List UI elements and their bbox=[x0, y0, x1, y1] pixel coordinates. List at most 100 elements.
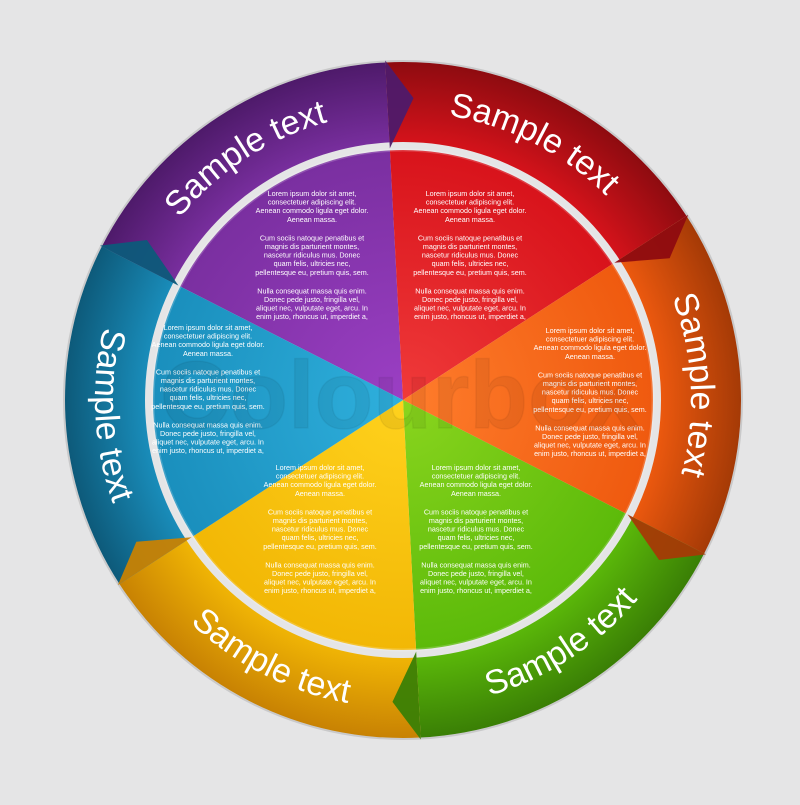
inner-wedge-orange bbox=[403, 263, 654, 514]
paragraph-line: Aenean massa. bbox=[565, 352, 615, 361]
paragraph-line: Nulla consequat massa quis enim. bbox=[153, 420, 262, 429]
paragraph-line: nascetur ridiculus mus. Donec bbox=[264, 251, 361, 260]
paragraph-line: Lorem ipsum dolor sit amet, bbox=[164, 323, 253, 332]
paragraph-line: Donec pede justo, fringilla vel, bbox=[542, 432, 638, 441]
paragraph-line: quam felis, ultricies nec, bbox=[432, 259, 509, 268]
paragraph-line: pellentesque eu, pretium quis, sem. bbox=[263, 542, 376, 551]
paragraph-line: magnis dis parturient montes, bbox=[273, 516, 367, 525]
paragraph-line: aliquet nec, vulputate eget, arcu. In bbox=[420, 578, 532, 587]
paragraph-line: Cum sociis natoque penatibus et bbox=[260, 233, 364, 242]
outer-band-layer bbox=[63, 60, 743, 740]
paragraph-line: Aenean massa. bbox=[451, 489, 501, 498]
paragraph-line: consectetuer adipiscing elit. bbox=[546, 335, 634, 344]
paragraph-line: Lorem ipsum dolor sit amet, bbox=[276, 463, 365, 472]
paragraph-line: nascetur ridiculus mus. Donec bbox=[542, 388, 639, 397]
paragraph-line: enim justo, rhoncus ut, imperdiet a, bbox=[256, 312, 368, 321]
ribbon-arrow-icon bbox=[392, 651, 421, 740]
outer-band-orange bbox=[619, 215, 741, 554]
paragraph-line: pellentesque eu, pretium quis, sem. bbox=[533, 405, 646, 414]
paragraph-line: Aenean massa. bbox=[287, 215, 337, 224]
ribbon-arrow-icon bbox=[627, 514, 706, 561]
paragraph-line: pellentesque eu, pretium quis, sem. bbox=[419, 542, 532, 551]
paragraph-line: aliquet nec, vulputate eget, arcu. In bbox=[264, 578, 376, 587]
paragraph-line: Aenean commodo ligula eget dolor. bbox=[414, 206, 527, 215]
paragraph-line: Cum sociis natoque penatibus et bbox=[418, 233, 522, 242]
paragraph-line: quam felis, ultricies nec, bbox=[274, 259, 351, 268]
paragraph-line: Aenean commodo ligula eget dolor. bbox=[264, 480, 377, 489]
paragraph-line: magnis dis parturient montes, bbox=[543, 379, 637, 388]
text-block-purple: Lorem ipsum dolor sit amet,consectetuer … bbox=[255, 189, 368, 321]
paragraph-line: nascetur ridiculus mus. Donec bbox=[422, 251, 519, 260]
paragraph-line: pellentesque eu, pretium quis, sem. bbox=[151, 402, 264, 411]
ribbon-arrow-icon bbox=[614, 214, 689, 263]
inner-wedge-red bbox=[389, 150, 613, 400]
paragraph-line: nascetur ridiculus mus. Donec bbox=[160, 385, 257, 394]
paragraph-line: Aenean massa. bbox=[295, 489, 345, 498]
ribbon-arrow-icon bbox=[100, 239, 179, 286]
paragraph-line: Aenean commodo ligula eget dolor. bbox=[420, 480, 533, 489]
paragraph-line: Donec pede justo, fringilla vel, bbox=[428, 569, 524, 578]
paragraph-line: enim justo, rhoncus ut, imperdiet a, bbox=[414, 312, 526, 321]
paragraph-line: magnis dis parturient montes, bbox=[423, 242, 517, 251]
paragraph-line: consectetuer adipiscing elit. bbox=[276, 472, 364, 481]
paragraph-line: Donec pede justo, fringilla vel, bbox=[160, 429, 256, 438]
paragraph-line: Lorem ipsum dolor sit amet, bbox=[426, 189, 515, 198]
paragraph-line: Nulla consequat massa quis enim. bbox=[265, 560, 374, 569]
paragraph-line: Nulla consequat massa quis enim. bbox=[421, 560, 530, 569]
paragraph-line: nascetur ridiculus mus. Donec bbox=[272, 525, 369, 534]
outer-band-purple bbox=[101, 62, 390, 283]
inner-wedge-yellow bbox=[193, 400, 417, 651]
inner-wedge-green bbox=[403, 400, 626, 650]
paragraph-line: quam felis, ultricies nec, bbox=[552, 396, 629, 405]
paragraph-line: pellentesque eu, pretium quis, sem. bbox=[255, 268, 368, 277]
paragraph-line: Lorem ipsum dolor sit amet, bbox=[546, 326, 635, 335]
inner-wedge-purple bbox=[180, 150, 403, 400]
body-text-layer: Lorem ipsum dolor sit amet,consectetuer … bbox=[151, 189, 646, 595]
text-block-yellow: Lorem ipsum dolor sit amet,consectetuer … bbox=[263, 463, 376, 595]
paragraph-line: Aenean massa. bbox=[445, 215, 495, 224]
outer-band-yellow bbox=[119, 540, 421, 738]
text-block-orange: Lorem ipsum dolor sit amet,consectetuer … bbox=[533, 326, 646, 458]
paragraph-line: quam felis, ultricies nec, bbox=[170, 393, 247, 402]
paragraph-line: Aenean commodo ligula eget dolor. bbox=[256, 206, 369, 215]
ribbon-arrow-icon bbox=[385, 60, 414, 149]
paragraph-line: enim justo, rhoncus ut, imperdiet a, bbox=[534, 449, 646, 458]
paragraph-line: Cum sociis natoque penatibus et bbox=[268, 507, 372, 516]
paragraph-line: magnis dis parturient montes, bbox=[429, 516, 523, 525]
paragraph-line: quam felis, ultricies nec, bbox=[282, 533, 359, 542]
inner-rim bbox=[151, 148, 655, 652]
paragraph-line: Donec pede justo, fringilla vel, bbox=[272, 569, 368, 578]
paragraph-line: Aenean massa. bbox=[183, 349, 233, 358]
paragraph-line: aliquet nec, vulputate eget, arcu. In bbox=[414, 304, 526, 313]
paragraph-line: Nulla consequat massa quis enim. bbox=[415, 286, 524, 295]
watermark: Colourbox bbox=[160, 342, 640, 449]
paragraph-line: magnis dis parturient montes, bbox=[161, 376, 255, 385]
text-block-red: Lorem ipsum dolor sit amet,consectetuer … bbox=[413, 189, 526, 321]
paragraph-line: aliquet nec, vulputate eget, arcu. In bbox=[534, 441, 646, 450]
paragraph-line: enim justo, rhoncus ut, imperdiet a, bbox=[420, 586, 532, 595]
paragraph-line: quam felis, ultricies nec, bbox=[438, 533, 515, 542]
outer-band-blue bbox=[64, 246, 187, 585]
outer-rim bbox=[63, 60, 743, 740]
paragraph-line: Aenean commodo ligula eget dolor. bbox=[534, 343, 647, 352]
outer-band-red bbox=[385, 62, 687, 260]
paragraph-line: Nulla consequat massa quis enim. bbox=[535, 423, 644, 432]
paragraph-line: consectetuer adipiscing elit. bbox=[268, 198, 356, 207]
paragraph-line: Lorem ipsum dolor sit amet, bbox=[432, 463, 521, 472]
ribbon-arrow-icon bbox=[117, 537, 192, 586]
paragraph-line: aliquet nec, vulputate eget, arcu. In bbox=[256, 304, 368, 313]
paragraph-line: Donec pede justo, fringilla vel, bbox=[422, 295, 518, 304]
paragraph-line: pellentesque eu, pretium quis, sem. bbox=[413, 268, 526, 277]
paragraph-line: magnis dis parturient montes, bbox=[265, 242, 359, 251]
paragraph-line: consectetuer adipiscing elit. bbox=[432, 472, 520, 481]
paragraph-line: nascetur ridiculus mus. Donec bbox=[428, 525, 525, 534]
paragraph-line: Cum sociis natoque penatibus et bbox=[538, 370, 642, 379]
paragraph-line: Nulla consequat massa quis enim. bbox=[257, 286, 366, 295]
paragraph-line: Cum sociis natoque penatibus et bbox=[424, 507, 528, 516]
paragraph-line: consectetuer adipiscing elit. bbox=[426, 198, 514, 207]
paragraph-line: Lorem ipsum dolor sit amet, bbox=[268, 189, 357, 198]
paragraph-line: Cum sociis natoque penatibus et bbox=[156, 367, 260, 376]
outer-band-green bbox=[416, 517, 705, 738]
